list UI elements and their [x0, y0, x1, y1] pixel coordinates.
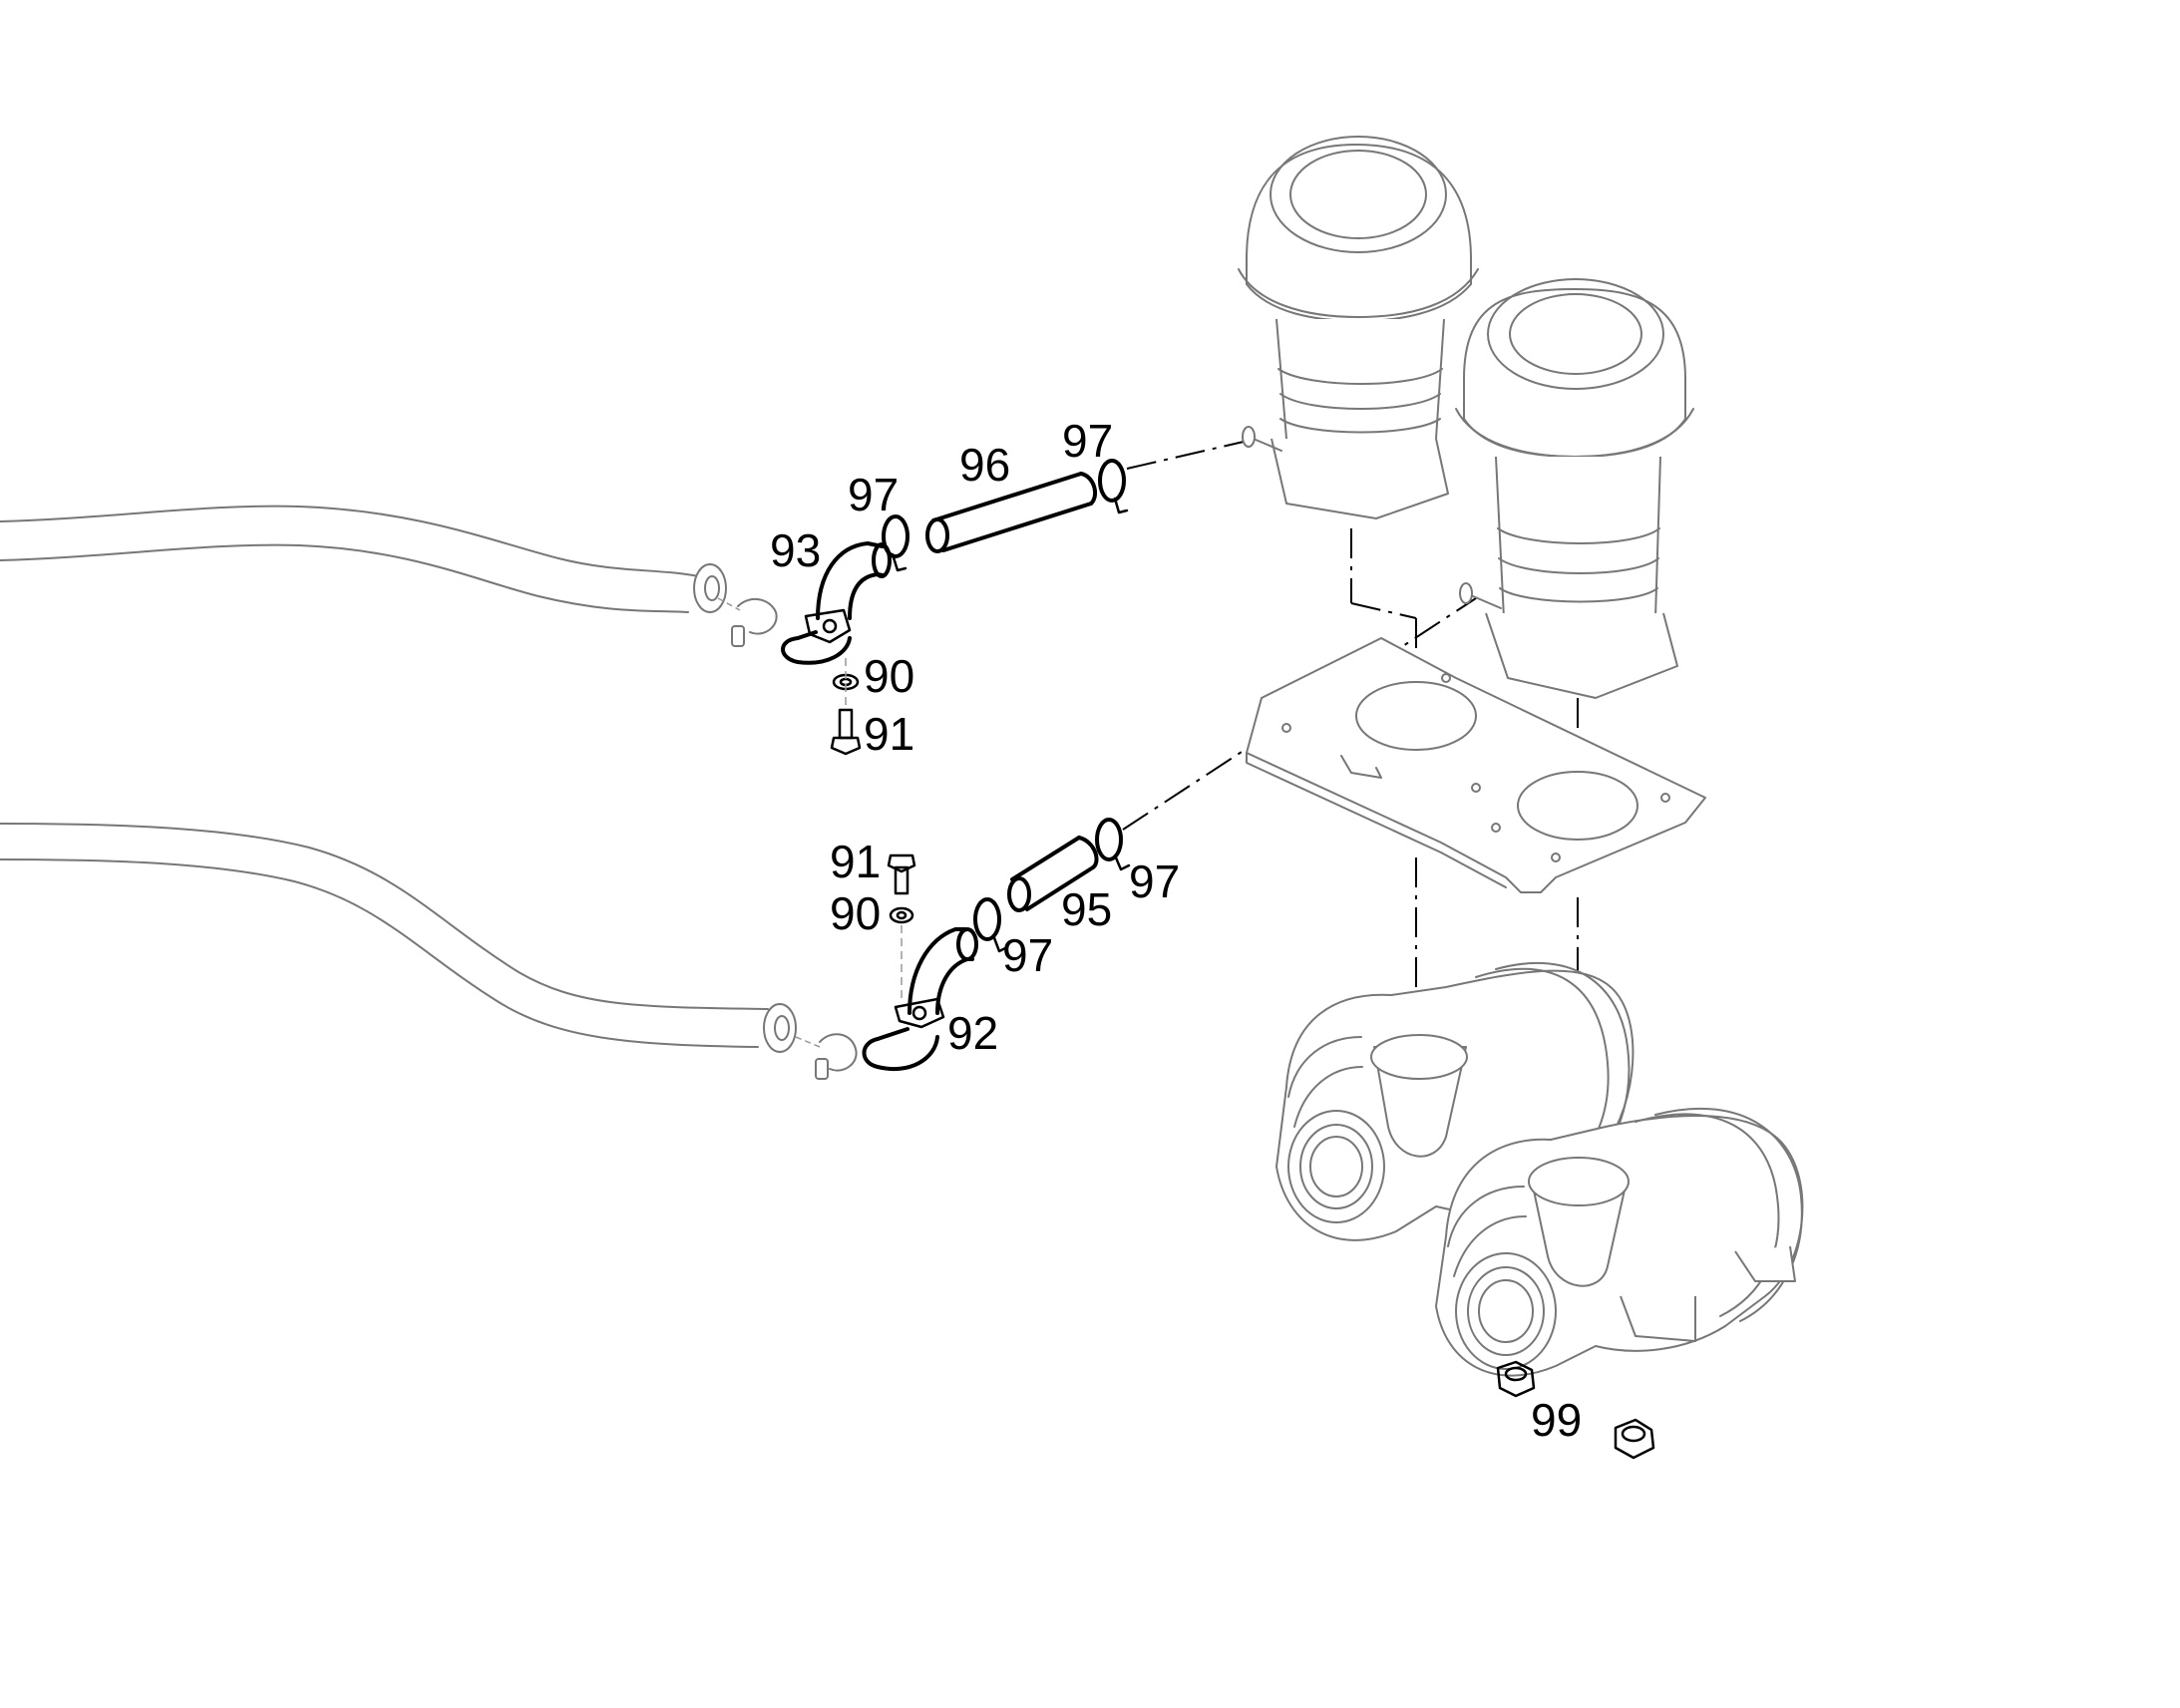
- lower-clamp-97-left: [973, 897, 1009, 953]
- callout-96: 96: [959, 439, 1010, 491]
- callout-91-bottom: 91: [830, 836, 881, 887]
- callout-92: 92: [947, 1007, 998, 1059]
- lower-straight-hose-95: [1007, 836, 1099, 912]
- callout-97-top-left: 97: [848, 469, 899, 520]
- upper-straight-hose-96: [925, 472, 1098, 553]
- callout-93: 93: [770, 524, 821, 576]
- upper-flange: [804, 608, 852, 644]
- bolt-91-bottom: [887, 854, 916, 895]
- bolt-91-top: [830, 708, 862, 756]
- callout-97-top-right: 97: [1062, 415, 1113, 467]
- upper-connection-line: [1126, 438, 1258, 470]
- lower-clamp-97-right: [1095, 818, 1131, 871]
- callout-95: 95: [1061, 883, 1112, 935]
- callout-91-top: 91: [864, 708, 914, 760]
- upper-elbow-hose-93: [781, 541, 892, 665]
- callout-99: 99: [1531, 1394, 1582, 1446]
- callout-90-top: 90: [864, 650, 914, 702]
- turbocharger-right: [1435, 1107, 1804, 1377]
- mounting-plate: [1246, 637, 1706, 893]
- callout-97-mid-left: 97: [1002, 929, 1053, 981]
- air-filter-unit-1: [1238, 136, 1479, 519]
- callout-97-mid-right: 97: [1129, 855, 1180, 907]
- air-filter-unit-2: [1455, 278, 1694, 699]
- upper-hose-clamp: [717, 597, 778, 647]
- vertical-line-1b: [1350, 602, 1417, 619]
- nut-99-right: [1614, 1418, 1655, 1460]
- nut-99-left: [1496, 1360, 1536, 1398]
- lower-long-hose: [0, 823, 797, 1053]
- callout-90-bottom: 90: [830, 887, 881, 939]
- lower-flange: [894, 997, 945, 1029]
- upper-clamp-97-right: [1098, 459, 1129, 514]
- upper-long-hose: [0, 505, 727, 613]
- washer-90-bottom: [889, 906, 914, 924]
- upper-clamp-97-left: [882, 514, 909, 572]
- lower-hose-clamp: [795, 1033, 858, 1080]
